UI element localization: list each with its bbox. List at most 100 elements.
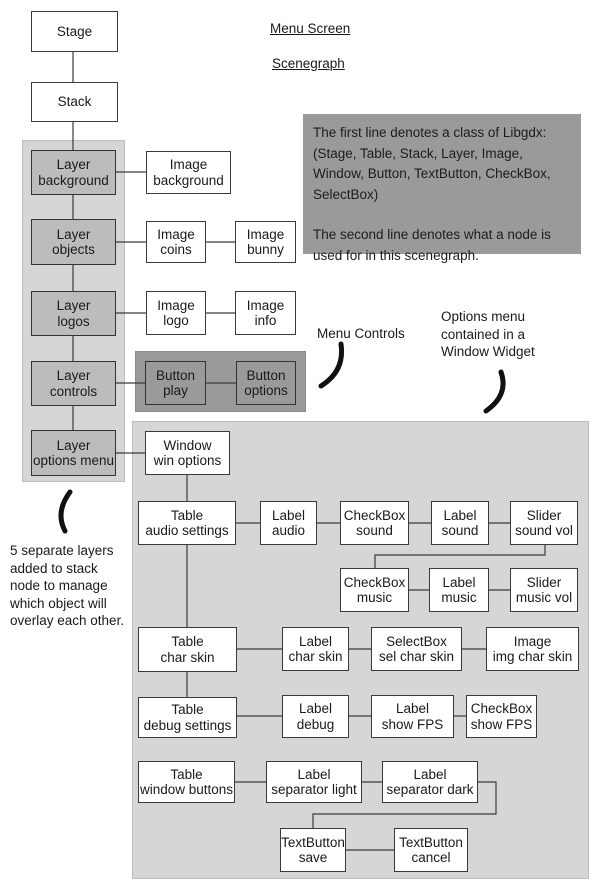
node-image-img-char-skin: Image img char skin: [486, 627, 579, 671]
node-role: win options: [153, 453, 222, 468]
node-class: Label: [413, 766, 447, 782]
node-role: sound: [356, 523, 393, 538]
node-role: logos: [57, 313, 90, 329]
node-image-background: Image background: [146, 151, 231, 194]
node-class: Label: [298, 701, 333, 716]
options-menu-caption-line: Options menu: [441, 309, 526, 324]
node-role: separator dark: [386, 782, 474, 797]
node-label-sound: Label sound: [431, 501, 489, 545]
node-role: separator light: [271, 782, 357, 797]
options-menu-caption-line: contained in a: [441, 326, 526, 342]
layers-bracket: [58, 489, 73, 534]
node-layer-background: Layer background: [31, 150, 116, 195]
node-class: Layer: [56, 157, 91, 172]
legend-note: The first line denotes a class of Libgdx…: [303, 114, 581, 263]
node-label-music: Label music: [429, 568, 489, 612]
node-layer-logos: Layer logos: [31, 291, 116, 336]
node-role: objects: [52, 242, 95, 257]
node-role: char skin: [160, 649, 215, 665]
node-slider-music-vol: Slider music vol: [510, 568, 578, 612]
node-button-play: Button play: [145, 361, 206, 405]
node-class: Label: [443, 507, 477, 523]
node-class: Image: [157, 297, 195, 313]
node-layer-options-menu: Layer options menu: [31, 430, 116, 476]
node-label-separator-light: Label separator light: [266, 761, 362, 803]
node-class: Slider: [526, 507, 562, 523]
node-textbutton-save: TextButton save: [280, 828, 346, 872]
node-textbutton-cancel: TextButton cancel: [394, 828, 468, 872]
node-role: img char skin: [492, 649, 573, 664]
node-class: CheckBox: [470, 701, 533, 716]
node-class: Label: [442, 574, 476, 590]
node-role: show FPS: [470, 716, 533, 732]
node-class: Layer: [56, 368, 91, 383]
node-image-logo: Image logo: [146, 291, 206, 335]
node-role: window buttons: [139, 782, 234, 797]
node-role: debug: [296, 716, 335, 732]
node-role: char skin: [288, 649, 343, 664]
node-class: TextButton: [281, 834, 345, 850]
options-menu-bracket: [483, 369, 506, 414]
node-table-audio-settings: Table audio settings: [138, 501, 236, 545]
node-class: Image: [246, 226, 285, 242]
node-selectbox-sel-char-skin: SelectBox sel char skin: [371, 627, 462, 671]
node-role: audio: [271, 523, 306, 538]
node-role: options menu: [32, 453, 115, 468]
node-class: Image: [246, 297, 285, 313]
node-role: controls: [49, 383, 98, 399]
node-class: Layer: [56, 298, 91, 313]
node-checkbox-show-fps: CheckBox show FPS: [466, 695, 537, 738]
layers-caption-line: 5 separate layers: [10, 543, 114, 558]
node-role: music: [356, 590, 393, 605]
menu-controls-caption: Menu Controls: [317, 326, 405, 341]
node-role: bunny: [247, 242, 284, 257]
layers-caption-line: which object will: [10, 595, 107, 611]
node-label-show-fps: Label show FPS: [371, 695, 454, 738]
node-class: Image: [169, 157, 208, 172]
node-class: Layer: [56, 437, 91, 453]
node-label-char-skin: Label char skin: [282, 627, 349, 671]
node-class: CheckBox: [343, 507, 406, 523]
node-class: Button: [246, 367, 286, 383]
node-class: Button: [155, 367, 196, 383]
node-class: Image: [157, 226, 195, 242]
options-menu-caption-line: Window Widget: [441, 344, 535, 359]
node-table-debug-settings: Table debug settings: [138, 697, 237, 738]
node-class: Table: [170, 507, 204, 523]
layers-caption-line: added to stack: [10, 560, 98, 576]
node-role: sel char skin: [378, 649, 455, 664]
node-role: coins: [160, 242, 192, 257]
node-window-win-options: Window win options: [145, 431, 230, 475]
node-label-separator-dark: Label separator dark: [382, 761, 478, 803]
node-class: CheckBox: [343, 574, 406, 590]
node-role: info: [254, 313, 277, 328]
layers-caption: 5 separate layers added to stack node to…: [10, 542, 140, 630]
node-slider-sound-vol: Slider sound vol: [510, 501, 578, 545]
node-checkbox-sound: CheckBox sound: [340, 501, 409, 545]
node-class: Window: [163, 437, 212, 453]
menu-screen-heading: Menu Screen: [270, 21, 351, 36]
node-class: Label: [297, 766, 331, 782]
node-class: Image: [513, 633, 552, 649]
node-table-window-buttons: Table window buttons: [138, 761, 235, 803]
node-class: Table: [170, 766, 203, 782]
node-role: background: [38, 172, 109, 188]
node-class: Slider: [526, 574, 562, 590]
node-role: music vol: [515, 590, 573, 605]
node-layer-controls: Layer controls: [31, 361, 116, 406]
node-role: options: [244, 383, 288, 398]
node-class: Stack: [57, 94, 92, 110]
node-label-debug: Label debug: [282, 695, 349, 738]
node-role: play: [163, 383, 188, 398]
node-checkbox-music: CheckBox music: [340, 568, 409, 612]
node-image-info: Image info: [235, 291, 296, 335]
layers-caption-line: node to manage: [10, 578, 108, 593]
legend-note-line2: The second line denotes what a node is u…: [313, 227, 551, 263]
layers-caption-line: overlay each other.: [10, 613, 125, 628]
node-class: Layer: [56, 226, 91, 242]
node-role: sound vol: [515, 523, 573, 538]
node-stage: Stage: [31, 11, 118, 52]
node-button-options: Button options: [236, 361, 296, 405]
